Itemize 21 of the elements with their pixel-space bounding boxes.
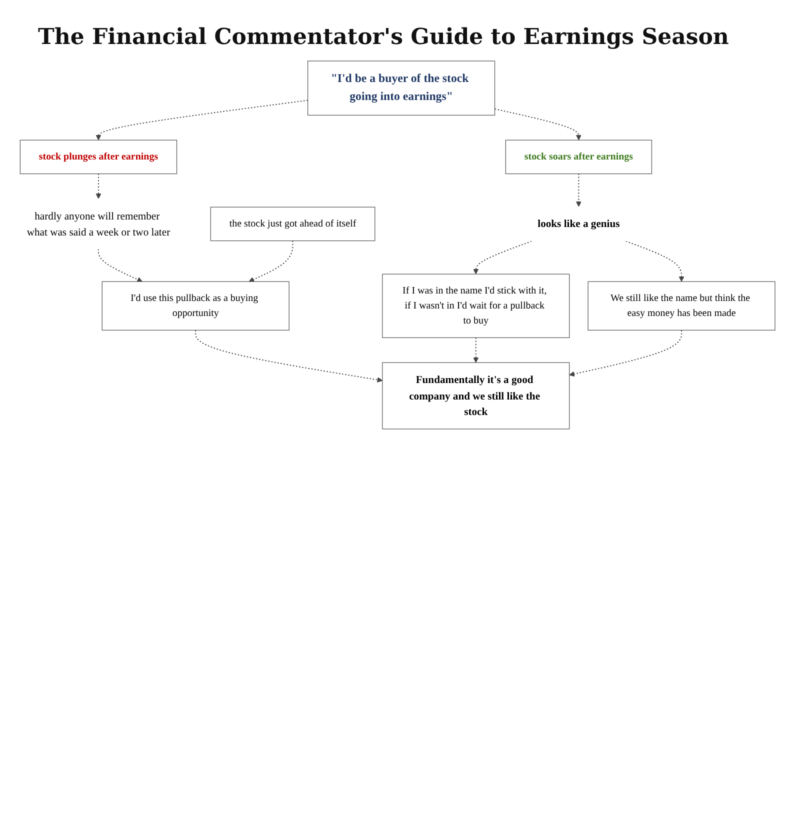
arrow [569, 330, 682, 377]
node-box: We still like the name but think the easy money has been made [588, 281, 776, 331]
arrow [473, 240, 532, 274]
node-box: I'd use this pullback as a buying opportunity [102, 281, 290, 331]
arrow [98, 248, 142, 282]
node-box: If I was in the name I'd stick with it, if I wasn't in I'd wait for a pullback to buy [382, 274, 570, 338]
arrow [494, 108, 582, 140]
arrow [576, 173, 582, 207]
node-text: looks like a genius [538, 218, 620, 230]
node-box: stock soars after earnings [505, 140, 652, 174]
node-box: Fundamentally it's a good company and we still like the stock [382, 362, 570, 430]
node-box: stock plunges after earnings [20, 140, 178, 174]
node-text: hardly anyone will remember what was said a week or two later [26, 210, 170, 238]
arrow [625, 240, 684, 282]
arrow [96, 173, 102, 199]
diagram-title: The Financial Commentator's Guide to Earnings Season [38, 24, 730, 50]
arrow [195, 330, 383, 382]
arrow [248, 240, 294, 282]
node-box: the stock just got ahead of itself [210, 206, 376, 242]
node-box: "I'd be a buyer of the stock going into earnings" [307, 60, 496, 116]
arrow [473, 337, 479, 363]
